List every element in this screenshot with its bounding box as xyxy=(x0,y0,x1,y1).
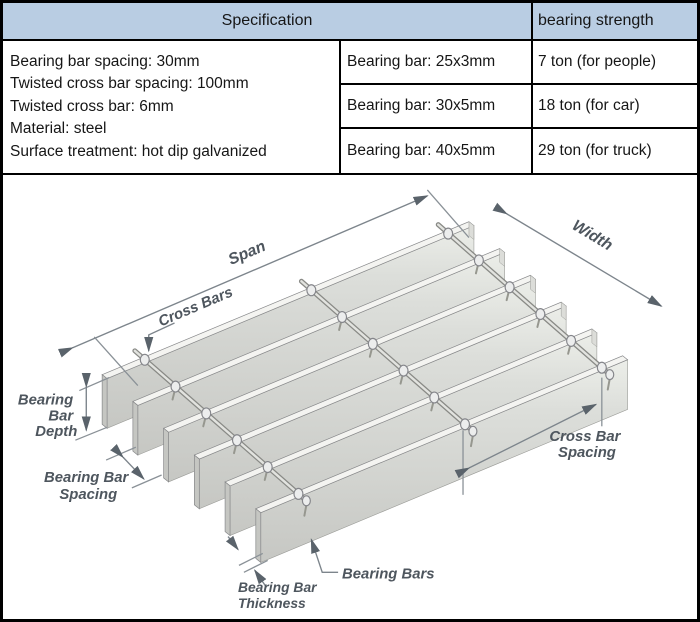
table-header-specification: Specification xyxy=(3,3,533,41)
width-dimension-arrow xyxy=(492,202,663,307)
spec-line: Bearing bar spacing: 30mm xyxy=(10,52,200,70)
spec-line: Surface treatment: hot dip galvanized xyxy=(10,142,267,160)
thickness-tick-line xyxy=(243,559,268,573)
bearing-bar-size-cell: Bearing bar: 40x5mm xyxy=(341,129,533,173)
thickness-arrow-upper xyxy=(225,535,239,551)
bearing-bars-leader-arrow xyxy=(310,538,339,574)
span-extension-line xyxy=(93,336,139,387)
spacing-extension-line xyxy=(131,474,162,489)
spec-line: Twisted cross bar spacing: 100mm xyxy=(10,75,249,93)
bearing-strength-cell: 29 ton (for truck) xyxy=(538,142,652,159)
thickness-tick-line xyxy=(238,552,264,566)
dimension-lines xyxy=(57,189,663,587)
cross-bars-leader-arrow xyxy=(144,322,175,353)
span-dimension-arrow xyxy=(57,195,429,358)
cross-bar-spacing-arrow xyxy=(454,403,598,479)
specification-table: Specification bearing strength Bearing b… xyxy=(3,3,697,175)
cross-bar-spacing-label: Cross Bar Spacing xyxy=(549,429,624,461)
depth-extension-line xyxy=(75,426,108,441)
bearing-bar-depth-label: Bearing Bar Depth xyxy=(18,392,77,440)
spec-line: Twisted cross bar: 6mm xyxy=(10,97,174,115)
bearing-bars-label: Bearing Bars xyxy=(342,566,435,582)
spec-details-cell: Bearing bar spacing: 30mm Twisted cross … xyxy=(3,41,341,173)
bearing-strength-cell: 18 ton (for car) xyxy=(533,85,697,129)
cross-bar-rod xyxy=(132,348,311,517)
spec-line: Material: steel xyxy=(10,120,107,138)
grating-diagram: Span Width Cross Bars Bearing Bar Depth … xyxy=(3,175,697,619)
bearing-bar-thickness-label: Bearing Bar Thickness xyxy=(238,579,320,611)
bearing-strength-cell: 7 ton (for people) xyxy=(533,41,697,85)
bearing-bar-size-cell: Bearing bar: 30x5mm xyxy=(341,85,533,129)
table-header-bearing-strength: bearing strength xyxy=(533,3,697,41)
span-extension-line xyxy=(426,189,470,239)
grating-illustration: Span Width Cross Bars Bearing Bar Depth … xyxy=(3,175,697,619)
bearing-bar-spacing-label: Bearing Bar Spacing xyxy=(44,470,132,503)
thickness-arrow-lower xyxy=(253,569,267,587)
bearing-bar-size-cell: Bearing bar: 25x3mm xyxy=(341,41,533,85)
bearing-bar-spacing-arrow xyxy=(110,443,145,481)
